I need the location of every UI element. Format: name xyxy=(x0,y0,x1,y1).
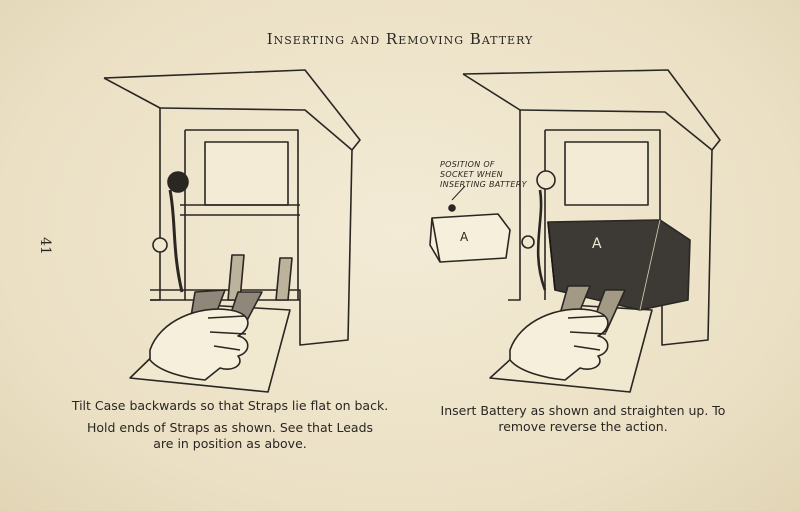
lead-plug xyxy=(152,237,168,253)
lead-socket-right xyxy=(536,170,556,190)
right-caption: Insert Battery as shown and straighten u… xyxy=(440,403,726,434)
left-caption-1: Tilt Case backwards so that Straps lie f… xyxy=(71,398,389,413)
case-body xyxy=(159,107,353,346)
socket-marker xyxy=(448,204,456,212)
case-lid xyxy=(103,69,361,151)
lead-cable xyxy=(168,189,184,293)
left-caption-2: Hold ends of Straps as shown. See that L… xyxy=(86,420,374,451)
strap-right-slot xyxy=(275,257,293,301)
battery-large-label: A xyxy=(592,236,602,252)
hand-right xyxy=(509,308,609,381)
hand-left xyxy=(149,308,249,381)
page-title: Inserting and Removing Battery xyxy=(266,30,534,48)
lead-socket xyxy=(167,171,189,193)
battery-small-label: A xyxy=(460,230,469,244)
case-lid-right xyxy=(462,69,721,151)
battery-small xyxy=(429,213,511,263)
socket-callout: POSITION OF SOCKET WHEN INSERTING BATTER… xyxy=(440,160,527,189)
